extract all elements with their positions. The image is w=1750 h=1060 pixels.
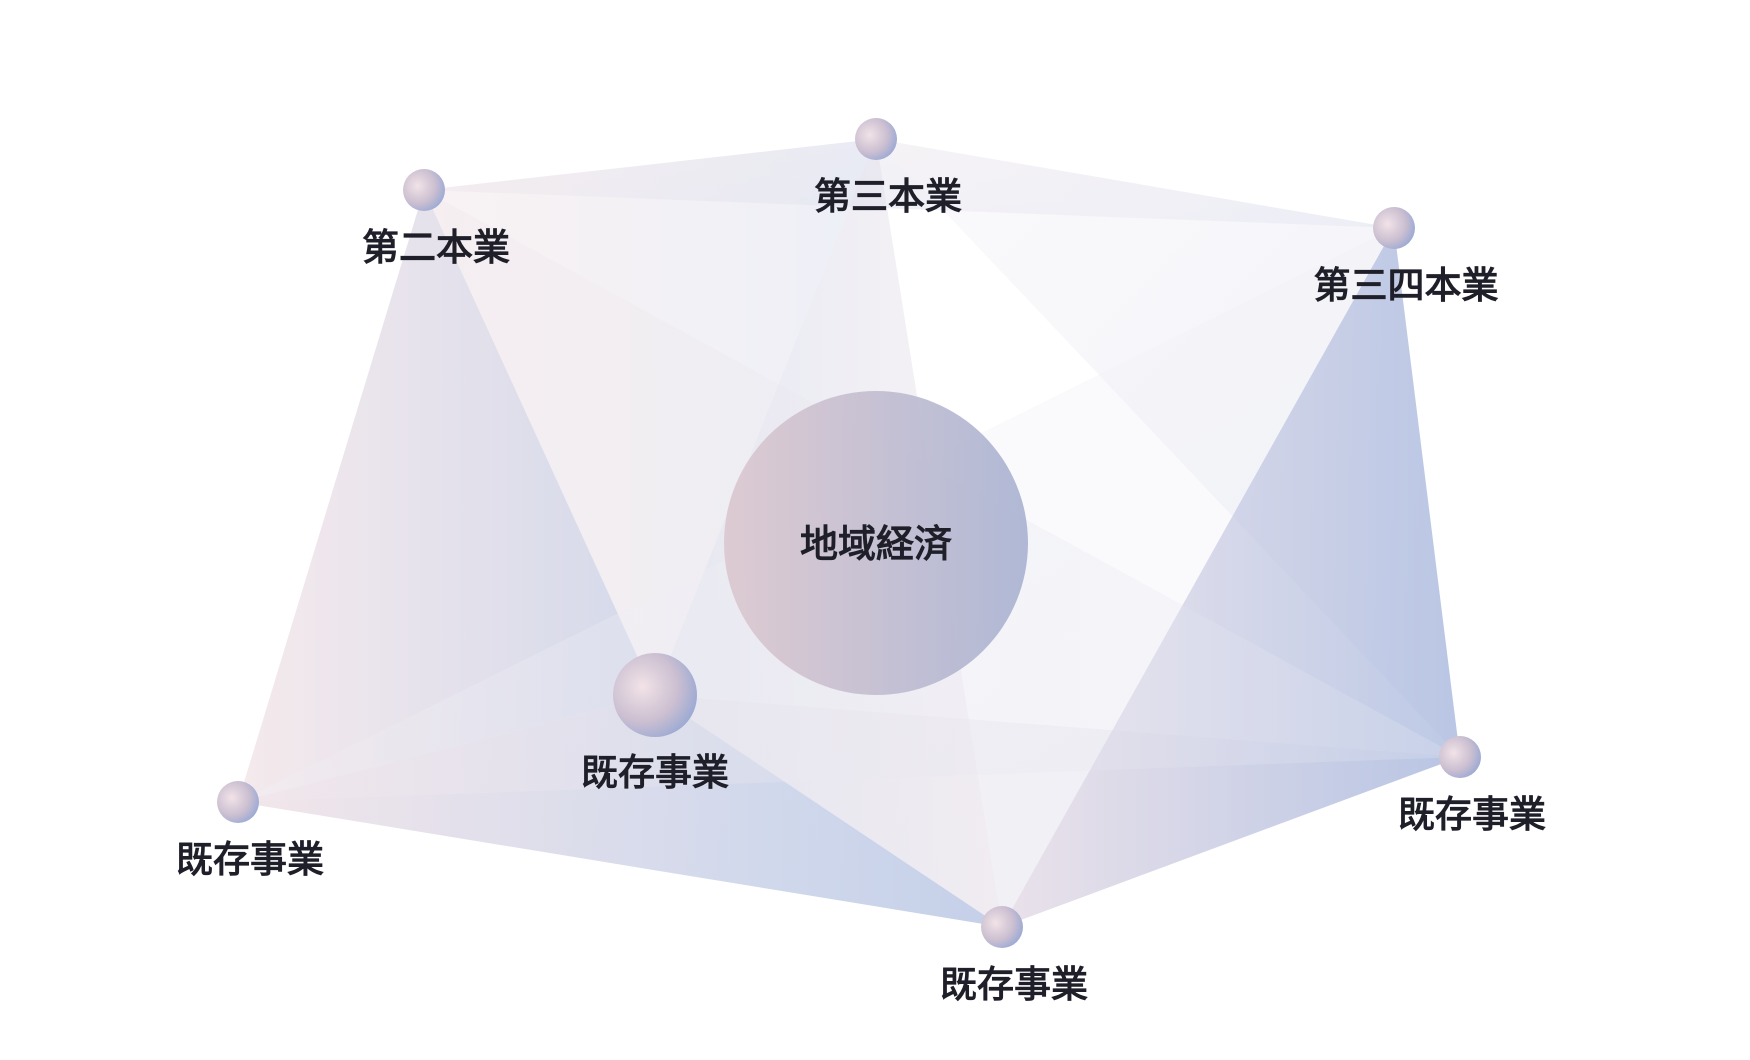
node-label-n7: 既存事業 [940,962,1088,1006]
diagram-nodes [217,118,1481,948]
node-label-n5: 既存事業 [176,837,324,881]
node-sphere-n4 [613,653,697,737]
node-sphere-n2 [855,118,897,160]
node-sphere-n1 [403,169,445,211]
node-sphere-n7 [981,906,1023,948]
node-sphere-n6 [1439,736,1481,778]
node-label-n3: 第三四本業 [1314,263,1499,307]
center-label: 地域経済 [800,521,953,566]
node-label-n6: 既存事業 [1398,792,1546,836]
center-circle [724,391,1028,695]
node-label-n1: 第二本業 [362,225,510,269]
node-sphere-n5 [217,781,259,823]
node-label-n2: 第三本業 [814,174,962,218]
node-sphere-n3 [1373,207,1415,249]
center-group: 地域経済 [724,391,1028,695]
node-label-n4: 既存事業 [581,750,729,794]
